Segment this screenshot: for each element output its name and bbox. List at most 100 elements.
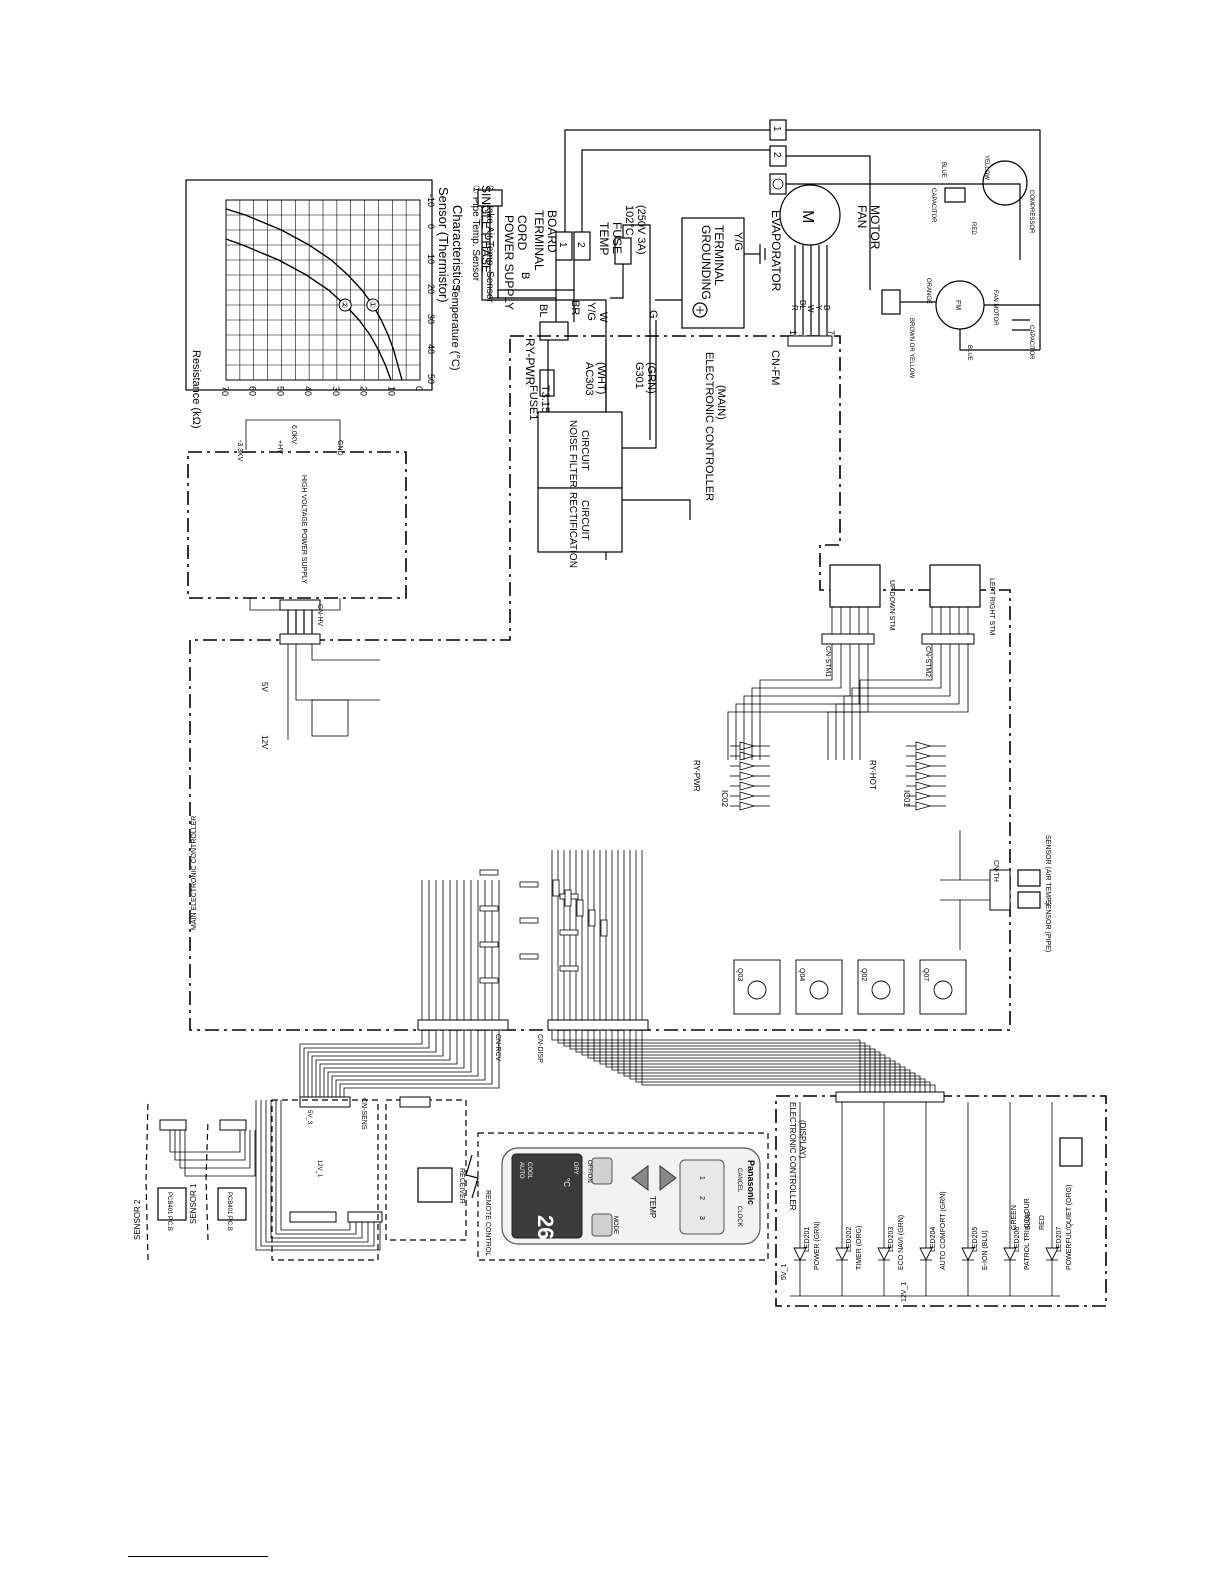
remote-timer-digit-3: 3 [698, 1216, 705, 1220]
led-id-label: LED207 [1056, 1227, 1063, 1252]
sensor1-pcb [217, 1187, 247, 1221]
transistor-label: Q02 [860, 968, 867, 981]
hv-5v-label: 5V [260, 682, 269, 692]
evaporator-label: EVAPORATOR [769, 210, 783, 292]
disp-bus-line [557, 1030, 866, 1092]
controller-main-label-1: ELECTRONIC CONTROLLER [703, 352, 715, 501]
sensor-air-label: SENSOR (AIR TEMP.) [1044, 835, 1051, 905]
stm-drive-wire [851, 644, 942, 760]
comp-red-label: RED [970, 222, 976, 235]
plug [477, 189, 503, 207]
led-id-label: LED204 [930, 1227, 937, 1252]
remote-mode-button[interactable] [591, 1213, 613, 1237]
disp-bus-line [569, 1030, 876, 1092]
y-tick-label: 10 [386, 386, 396, 396]
resistor [552, 879, 560, 897]
transistor-block [857, 959, 905, 1015]
cn-hv-label: CN-HV [316, 604, 323, 626]
led-id-label: LED202 [846, 1227, 853, 1252]
led-function-label: TIMER (ORG) [856, 1226, 863, 1270]
sensor2-label: SENSOR 2 [133, 1199, 142, 1240]
transistor-block [733, 959, 781, 1015]
resistor [559, 965, 579, 972]
up-down-stm-motor [829, 564, 881, 608]
sensor-link-wire [174, 1130, 246, 1161]
resistor [479, 941, 499, 948]
cn-hv-connector [279, 599, 321, 645]
wire-g-label: G [647, 310, 659, 319]
cn-fm-connector [787, 335, 833, 347]
resistor [479, 905, 499, 912]
series-marker-label-2: ② [340, 301, 349, 308]
remote-mode-dry: DRY [572, 1162, 578, 1175]
transistor-symbol [933, 980, 953, 1000]
sensor-chart: Sensor (Thermistor) Characteristics ① Pi… [185, 179, 495, 429]
disp-bus-line [635, 1030, 931, 1092]
yg-ground-label: Y/G [732, 232, 744, 251]
comp-blue-label: BLUE [940, 162, 946, 178]
power-cord-label-1: POWER SUPPLY [502, 215, 516, 310]
cn-disp-connector [547, 1019, 649, 1031]
remote-temp-up-button[interactable] [631, 1165, 649, 1191]
up-down-stm-label: UP DOWN STM [888, 580, 895, 631]
sensor-link-wire [184, 1130, 256, 1177]
hv-12v-label: 12V [260, 735, 269, 750]
sensor-pipe-label: SENSOR (PIPE) [1044, 900, 1051, 952]
buffer-gate [915, 791, 932, 801]
display-controller-label-1: ELECTRONIC CONTROLLER [788, 1102, 797, 1211]
sens-5v3-label: 12V_1 [316, 1160, 322, 1178]
temp-fuse-label-3: 102°C [623, 205, 635, 236]
sens-bus-line [335, 1030, 486, 1097]
remote-temp-down-button[interactable] [659, 1165, 677, 1191]
terminal-board-label-1: TERMINAL [532, 210, 546, 271]
x-tick-label: 30 [426, 314, 436, 324]
rectification-label-2: CIRCUIT [579, 500, 590, 541]
sensor-wiring [169, 1100, 381, 1251]
power-input-section: SINGLE PHASE POWER SUPPLY CORD TERMINAL … [477, 119, 1041, 560]
sens-bus-line [311, 1030, 444, 1097]
wire-bl-label: BL [537, 304, 549, 317]
outdoor-fm-label: FM [954, 300, 961, 310]
disp-bus-line [617, 1030, 916, 1092]
sens-bus-line [323, 1030, 465, 1097]
fan-motor-icon [779, 184, 841, 246]
disp-bus-line [581, 1030, 886, 1092]
stm-drive-wire [751, 644, 842, 760]
remote-temp-label: TEMP [648, 1196, 657, 1218]
cn-fm-wire-b: B [822, 305, 831, 310]
tri-colour-label: GREEN [1011, 1205, 1018, 1230]
remote-offon-button[interactable] [591, 1157, 613, 1185]
svg-text:30: 30 [426, 314, 436, 324]
led-id-label: LED206 [1014, 1227, 1021, 1252]
remote-timer-digit-2: 2 [698, 1196, 705, 1200]
main-controller-label: MAIN ELECTRONIC CONTROLLER [191, 816, 198, 930]
led-function-label: ECO NAVI (GRN) [898, 1215, 905, 1270]
sensor-link-wire [179, 1130, 251, 1169]
cn-fm-pin-1: 1 [788, 330, 798, 335]
cn-disp-label: CN-DISP [536, 1034, 543, 1063]
disp-bus-line [599, 1030, 901, 1092]
led-function-label: POWERFUL/QUIET (ORG) [1066, 1185, 1073, 1270]
outdoor-orange-label: ORANGE [925, 278, 931, 304]
ic-ry-hot-label: RY-HOT [868, 760, 877, 790]
sensor2-pcb-label: PCB401 P.C.B [166, 1192, 172, 1231]
x-tick-label: 50 [426, 374, 436, 384]
svg-text:50: 50 [275, 386, 285, 396]
y-tick-label: 20 [359, 386, 369, 396]
cn-rcv-board-connector [399, 1096, 431, 1108]
display-5v1-label: 5V_1 [781, 1264, 788, 1280]
led-function-label: POWER (GRN) [814, 1221, 821, 1270]
outdoor-blue-label: BLUE [966, 345, 972, 361]
svg-text:70: 70 [220, 386, 230, 396]
svg-text:0: 0 [426, 224, 436, 229]
remote-cancel-label: CANCEL [736, 1168, 742, 1193]
remote-lcd-unit: °C [562, 1178, 571, 1187]
x-tick-label: 0 [426, 224, 436, 229]
air-temp-sensor [1017, 869, 1041, 887]
disp-bus-line [605, 1030, 906, 1092]
transistor-label: Q04 [798, 968, 805, 981]
disp-bus-line [623, 1030, 921, 1092]
terminal-1-label: 1 [557, 242, 568, 248]
series-marker-2 [338, 298, 352, 312]
svg-text:40: 40 [303, 386, 313, 396]
